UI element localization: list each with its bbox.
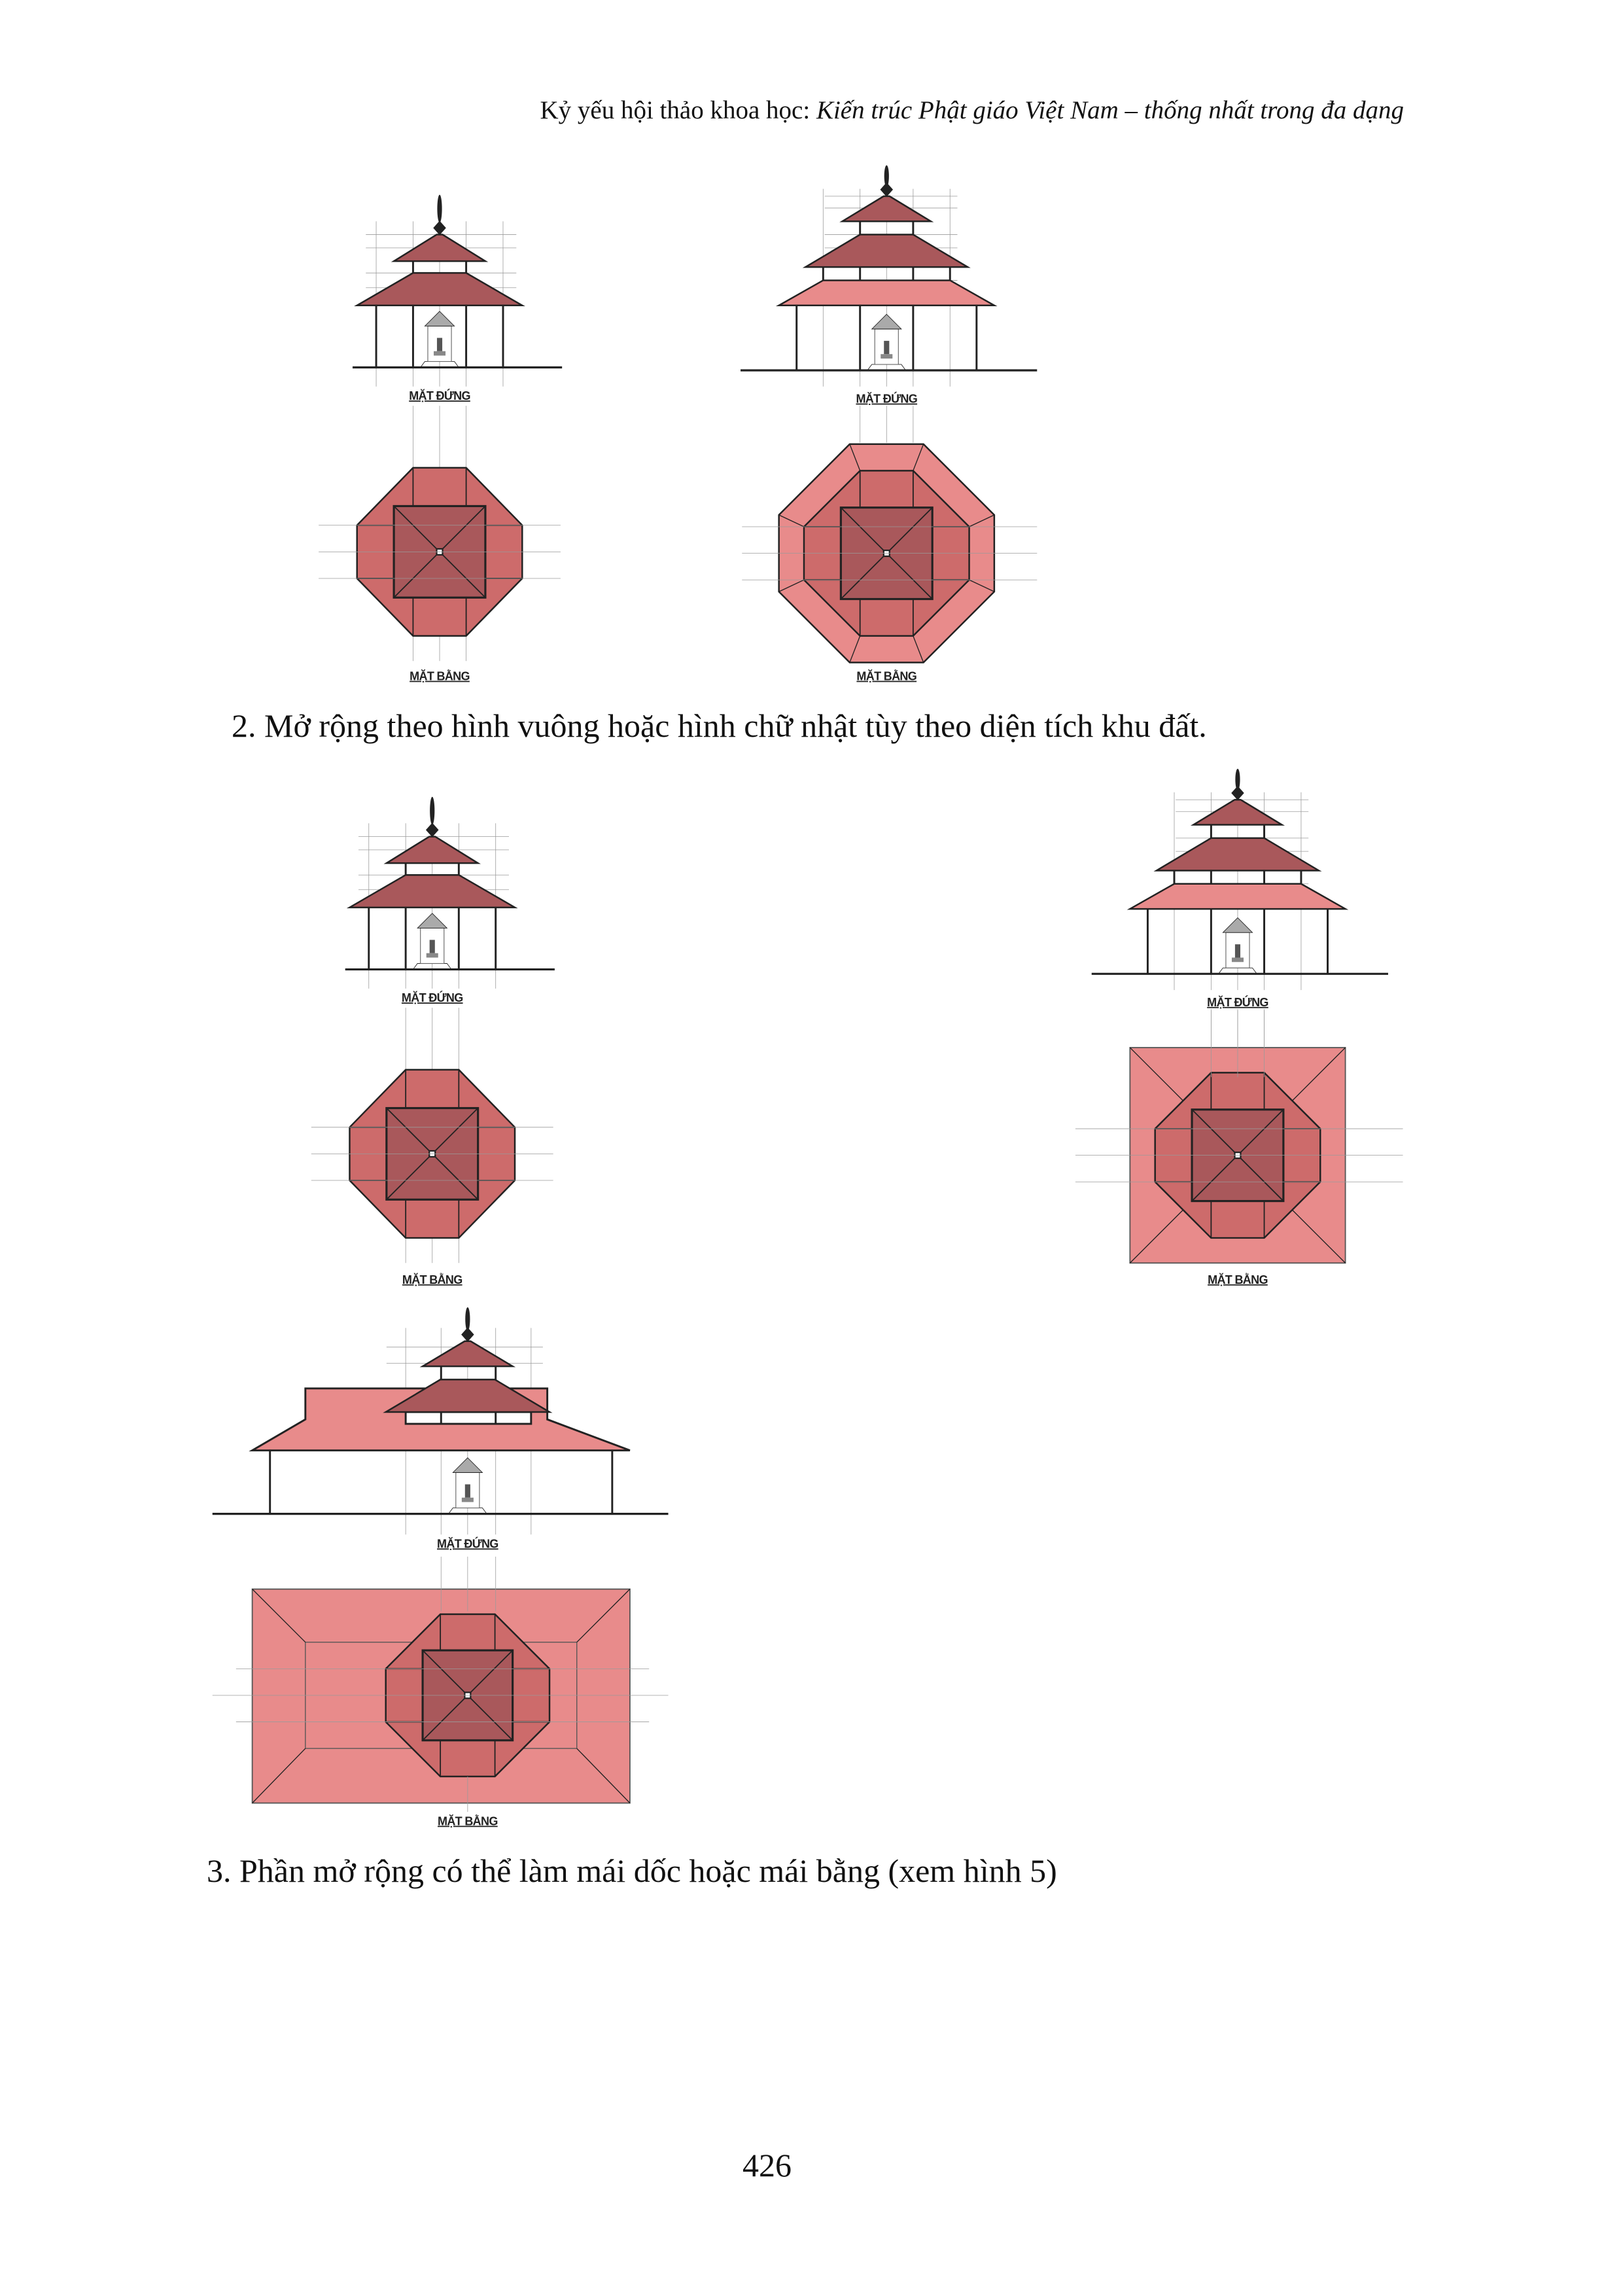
plan-label: MẶT BẰNG: [856, 669, 916, 683]
shrine-roof: [417, 913, 448, 928]
hip-line: [1291, 1047, 1346, 1101]
spire-base-icon: [1231, 786, 1244, 801]
figure-1-right: [741, 165, 1038, 663]
caption-item-2: 2. Mở rộng theo hình vuông hoặc hình chữ…: [232, 707, 1207, 744]
roof-tier: [391, 234, 489, 262]
roof-tier: [354, 272, 525, 307]
hip-line: [1129, 1047, 1184, 1101]
caption-item-3: 3. Phần mở rộng có thể làm mái dốc hoặc …: [207, 1852, 1057, 1889]
spire-finial-icon: [465, 1307, 470, 1332]
hip-line: [1129, 1209, 1184, 1263]
buddha-shrine-icon: [1217, 917, 1258, 974]
figure-2-right: [1075, 768, 1403, 1264]
buddha-shrine-icon: [419, 311, 460, 368]
statue-pedestal: [426, 953, 438, 958]
elevation-label: MẶT ĐỨNG: [402, 991, 463, 1004]
elevation-label: MẶT ĐỨNG: [856, 392, 917, 406]
plan-label: MẶT BẰNG: [410, 669, 470, 683]
statue-pedestal: [881, 354, 893, 359]
spire-finial-icon: [430, 796, 435, 825]
spire-base-icon: [425, 822, 439, 838]
elevation-label: MẶT ĐỨNG: [409, 389, 470, 402]
buddha-shrine-icon: [867, 313, 907, 371]
spire-base-icon: [433, 221, 446, 236]
statue-pedestal: [1231, 957, 1244, 963]
hip-line: [849, 635, 861, 663]
statue-pedestal: [433, 351, 446, 356]
buddha-statue-icon: [884, 340, 890, 355]
figure-1-left: [319, 194, 563, 662]
plan-label: MẶT BẰNG: [402, 1273, 462, 1286]
shrine-roof: [871, 313, 902, 330]
buddha-statue-icon: [1234, 944, 1241, 958]
plan-label: MẶT BẰNG: [1208, 1273, 1268, 1286]
clerestory-band: [404, 1411, 532, 1425]
plan-label: MẶT BẰNG: [438, 1814, 498, 1828]
statue-pedestal: [461, 1497, 474, 1502]
roof-tier: [383, 836, 481, 864]
page-number: 426: [742, 2147, 792, 2183]
elevation-label: MẶT ĐỨNG: [1207, 995, 1268, 1009]
hip-line: [913, 444, 924, 471]
hip-line: [969, 514, 995, 527]
roof-tier: [775, 279, 998, 307]
hip-line: [576, 1589, 631, 1643]
hip-line: [576, 1748, 631, 1804]
figure-3: [212, 1307, 669, 1812]
roof-tier: [383, 1379, 553, 1413]
header-plain: Kỷ yếu hội thảo khoa học:: [540, 96, 816, 124]
roof-tier: [1190, 798, 1285, 826]
hip-line: [969, 579, 995, 592]
buddha-statue-icon: [429, 940, 435, 953]
roof-tier: [419, 1340, 516, 1368]
spire-base-icon: [880, 182, 894, 197]
spire-finial-icon: [884, 165, 889, 187]
figure-2-left: [311, 796, 555, 1263]
elevation-label: MẶT ĐỨNG: [437, 1536, 498, 1550]
buddha-shrine-icon: [412, 913, 452, 970]
hip-line: [849, 444, 861, 471]
spire-finial-icon: [1235, 768, 1240, 791]
spire-base-icon: [461, 1327, 474, 1342]
header-italic-title: Kiến trúc Phật giáo Việt Nam – thống nhấ…: [816, 96, 1404, 124]
spire-finial-icon: [437, 194, 442, 223]
shrine-roof: [1222, 917, 1253, 933]
buddha-statue-icon: [464, 1484, 470, 1498]
running-header: Kỷ yếu hội thảo khoa học: Kiến trúc Phật…: [540, 96, 1404, 125]
roof-tier: [1153, 837, 1322, 872]
hip-line: [1291, 1209, 1346, 1263]
roof-tier: [802, 234, 971, 268]
hip-line: [778, 579, 805, 592]
roof-tier: [839, 195, 934, 222]
shrine-roof: [424, 311, 455, 327]
buddha-statue-icon: [436, 338, 443, 351]
roof-tier: [1126, 883, 1349, 910]
hip-line: [252, 1748, 306, 1804]
hip-line: [252, 1589, 306, 1643]
hip-line: [913, 635, 924, 663]
buddha-shrine-icon: [447, 1457, 488, 1515]
hip-line: [778, 514, 805, 527]
shrine-roof: [452, 1457, 483, 1473]
roof-tier: [346, 874, 518, 909]
